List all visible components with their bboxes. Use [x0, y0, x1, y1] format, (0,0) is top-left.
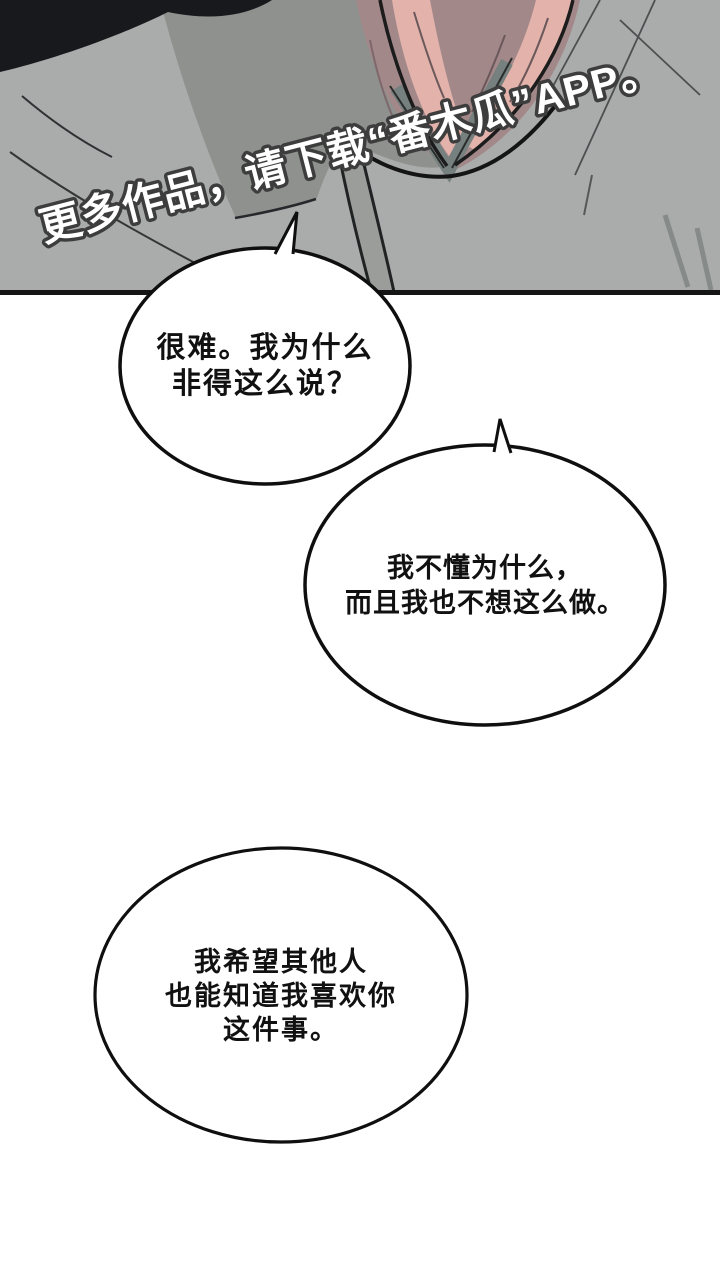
- skin-fold-line: [509, 17, 549, 103]
- hair-strand-line: [21, 95, 113, 158]
- collar-edge-line: [389, 85, 445, 169]
- speech-bubble-1-text: 很难。我为什么 非得这么说？: [120, 252, 410, 480]
- speech-bubble-3-text: 我希望其他人 也能知道我喜欢你 这件事。: [95, 850, 467, 1142]
- skin-fold-line: [471, 34, 506, 113]
- bubble-text-line: 这件事。: [223, 1015, 339, 1045]
- bubble-text-line: 也能知道我喜欢你: [165, 981, 397, 1011]
- bubble-text-line: 我希望其他人: [194, 947, 368, 977]
- collar-bottom-outline: [334, 100, 560, 179]
- shadow-edge-line: [234, 197, 317, 220]
- neck-outline-right: [454, 0, 575, 167]
- skin-fold-line: [413, 11, 445, 99]
- collar-edge-line: [451, 57, 513, 169]
- fold-line: [574, 0, 656, 176]
- bubble-text-line: 非得这么说？: [171, 368, 358, 400]
- fold-line: [662, 214, 691, 288]
- fold-line: [583, 174, 593, 216]
- comic-panel-artwork: 更多作品，请下载“番木瓜”APP。: [0, 0, 720, 295]
- hair-shape: [0, 0, 272, 72]
- skin-highlight-right: [460, 0, 575, 150]
- bubble-text-line: 我不懂为什么，: [387, 553, 583, 583]
- skin-highlight-left: [392, 0, 471, 160]
- bubble-text-line: 很难。我为什么: [156, 332, 374, 364]
- bubble-text-line: 而且我也不想这么做。: [345, 588, 625, 618]
- fold-line: [694, 227, 714, 291]
- fold-line: [619, 19, 701, 96]
- neck-outline-left: [378, 0, 449, 168]
- fold-line: [539, 0, 601, 111]
- skin-fold-line: [369, 39, 405, 141]
- speech-bubble-2-text: 我不懂为什么， 而且我也不想这么做。: [305, 447, 665, 725]
- collar-v-shape: [390, 58, 513, 183]
